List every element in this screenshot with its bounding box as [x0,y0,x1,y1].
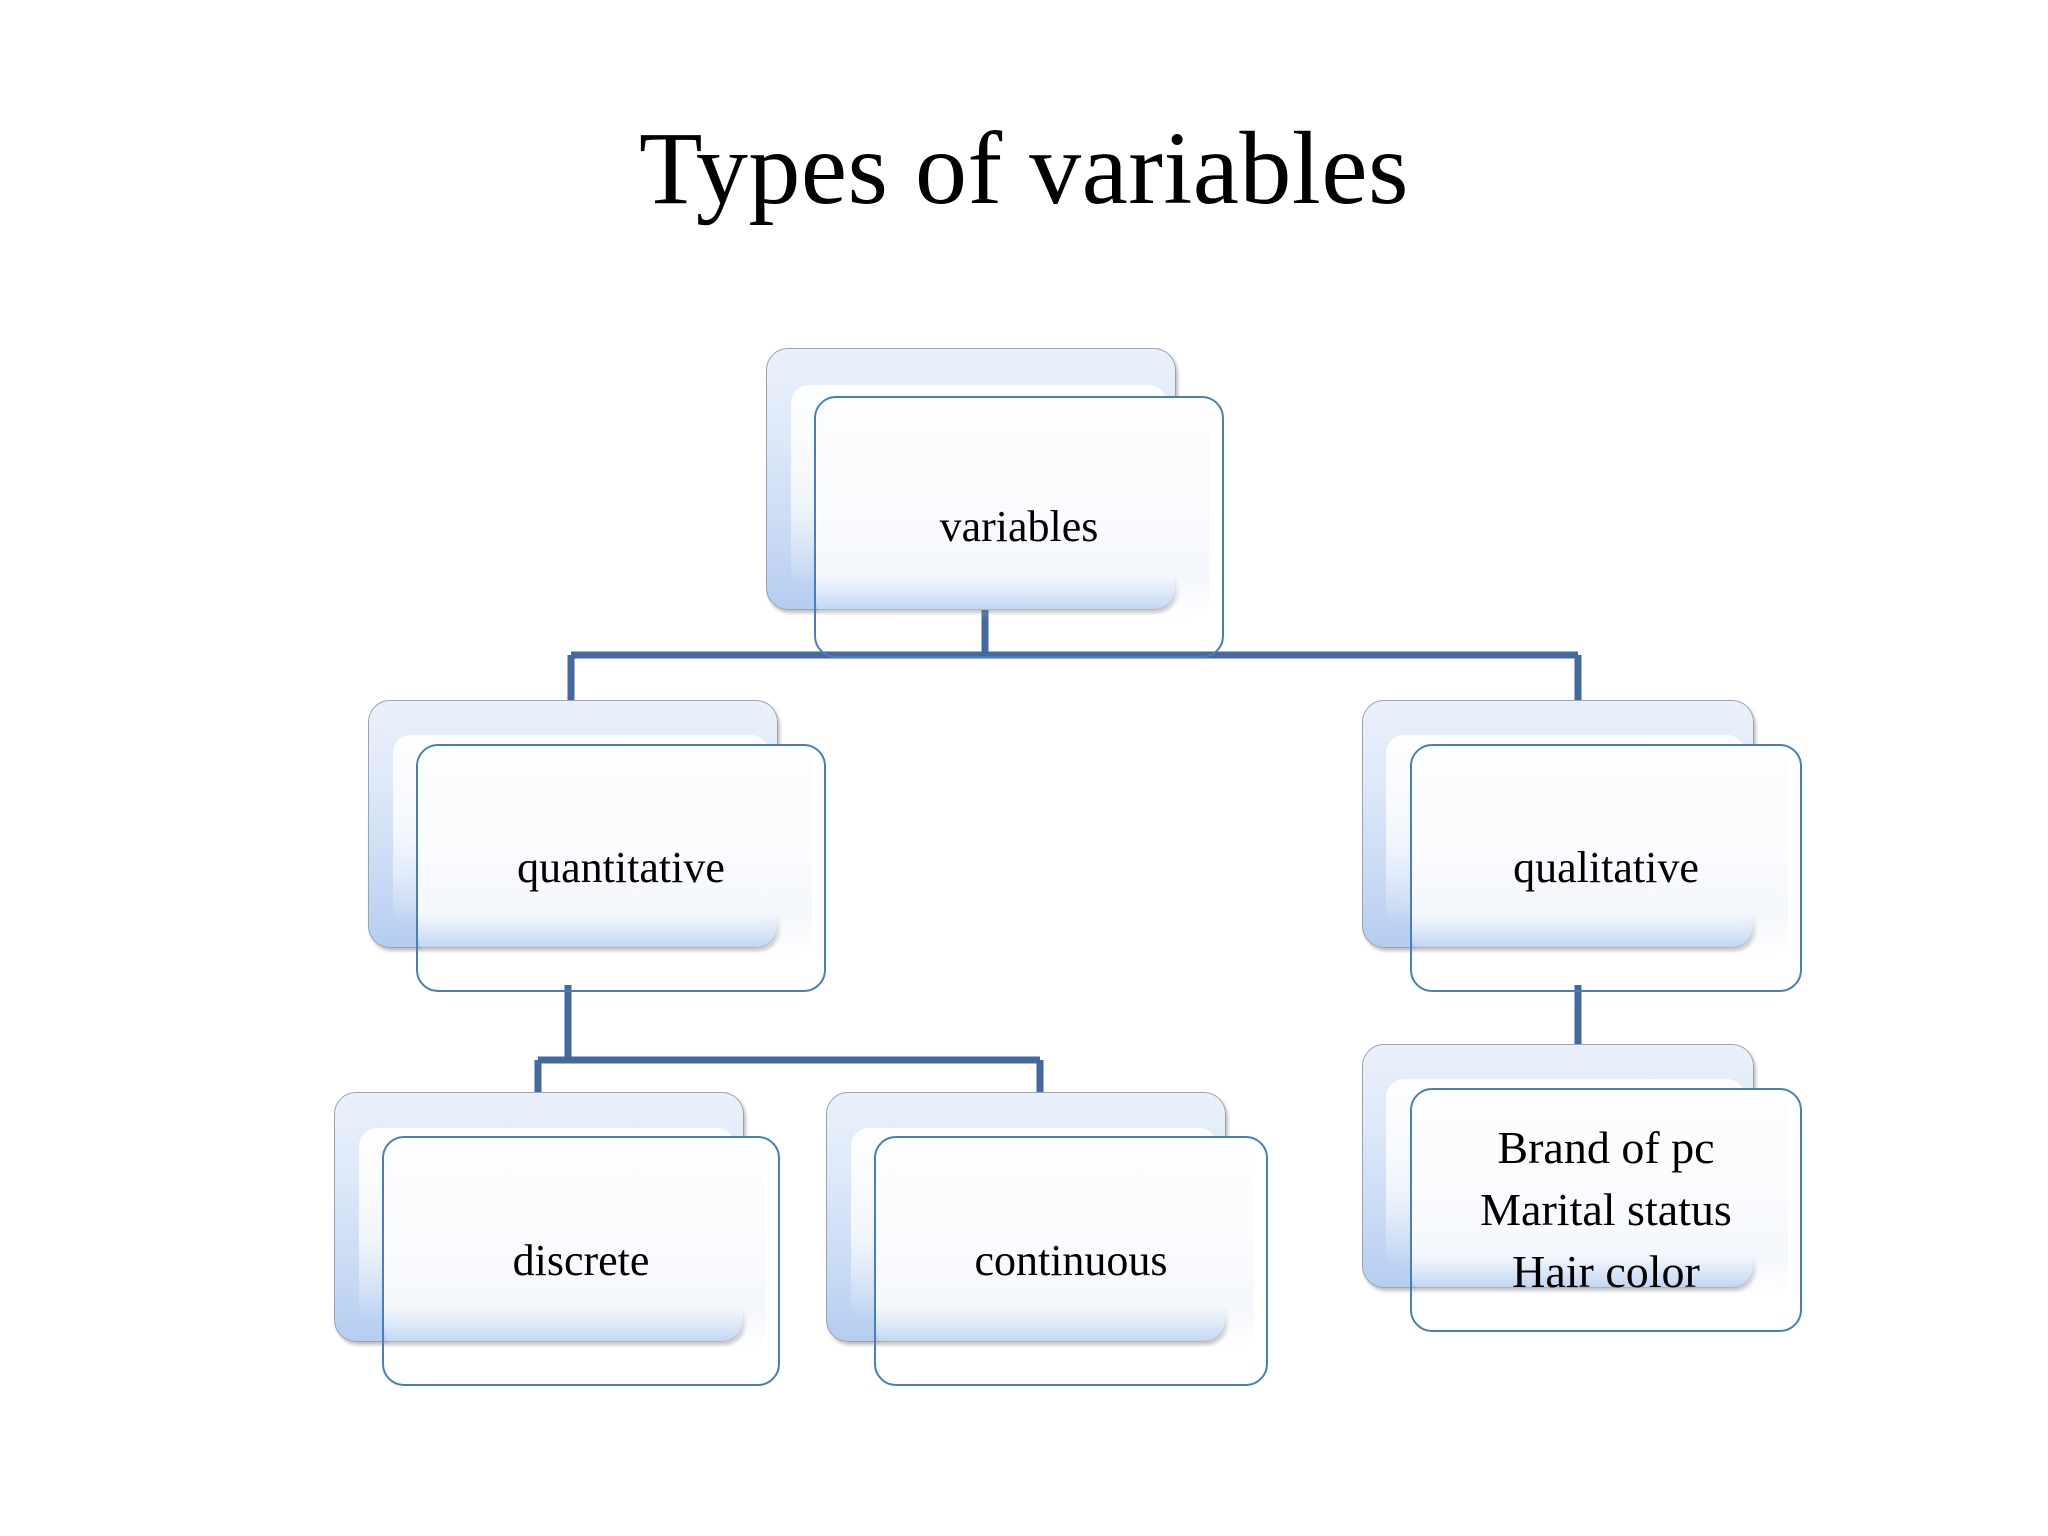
node-discrete-card[interactable]: discrete [382,1136,780,1386]
node-qualitative-examples[interactable]: Brand of pc Marital status Hair color [1362,1044,1802,1332]
node-variables[interactable]: variables [766,348,1224,658]
node-continuous-label: continuous [974,1235,1168,1285]
node-qualitative-label: qualitative [1513,842,1699,892]
example-brand-of-pc: Brand of pc [1497,1121,1715,1173]
node-qualitative[interactable]: qualitative [1362,700,1802,992]
node-discrete-label: discrete [512,1235,650,1285]
node-quantitative[interactable]: quantitative [368,700,826,992]
page-title: Types of variables [639,111,1409,226]
node-quantitative-label: quantitative [517,842,725,892]
node-variables-label: variables [939,501,1099,551]
node-continuous[interactable]: continuous [826,1092,1268,1386]
node-qualitative-examples-card[interactable]: Brand of pc Marital status Hair color [1410,1088,1802,1332]
node-discrete[interactable]: discrete [334,1092,780,1386]
node-quantitative-card[interactable]: quantitative [416,744,826,992]
node-variables-card[interactable]: variables [814,396,1224,658]
node-continuous-card[interactable]: continuous [874,1136,1268,1386]
example-hair-color: Hair color [1512,1246,1700,1298]
example-marital-status: Marital status [1480,1183,1732,1235]
node-qualitative-card[interactable]: qualitative [1410,744,1802,992]
node-qualitative-examples-label: Brand of pc Marital status Hair color [1412,1090,1800,1330]
